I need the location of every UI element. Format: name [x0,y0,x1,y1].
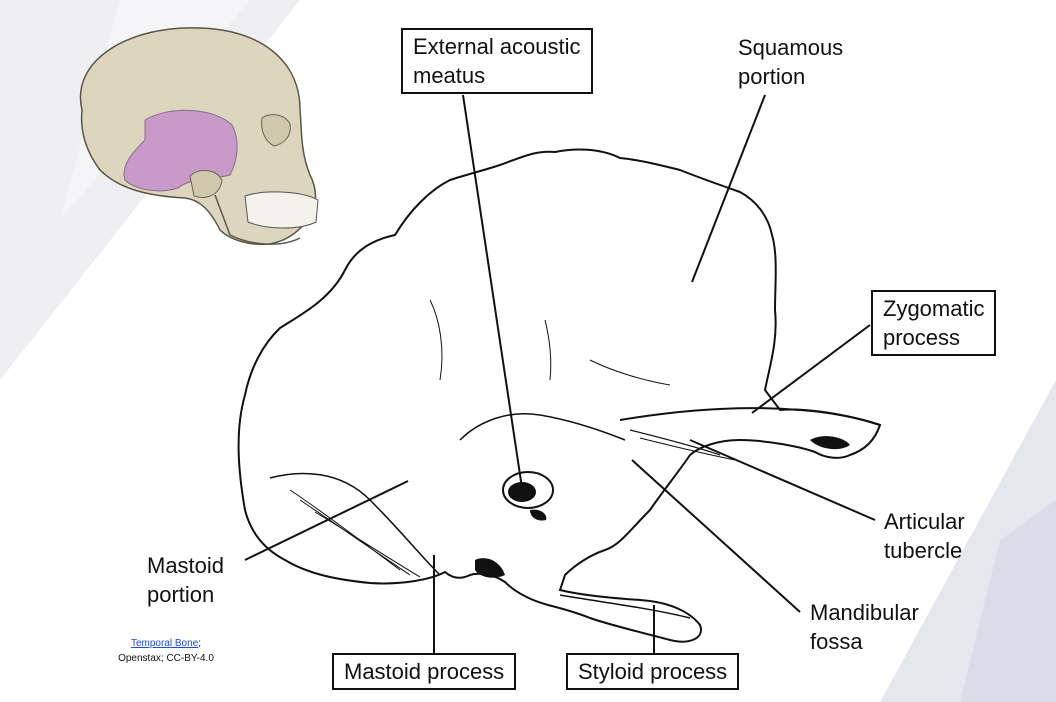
temporal-bone [237,148,882,643]
label-mastoid-portion: Mastoid portion [147,553,225,607]
skull-thumbnail [79,27,319,246]
label-styloid-process: Styloid process [566,653,740,690]
label-mastoid-process: Mastoid process [332,653,517,690]
label-zygomatic-process: Zygomatic process [871,290,997,356]
leader-mastoid-portion [244,480,409,561]
leader-squamous-portion [691,94,766,283]
credit-separator: ; [198,638,202,649]
label-external-acoustic-meatus: External acoustic meatus [401,28,593,94]
image-credit: Temporal Bone; Openstax; CC-BY-4.0 [96,636,236,666]
credit-link[interactable]: Temporal Bone [130,638,199,649]
leader-lines [244,94,876,655]
leader-zygomatic-process [751,324,871,414]
label-articular-tubercle: Articular tubercle [884,509,965,563]
leader-external-acoustic-meatus [462,94,523,489]
leader-articular-tubercle [689,439,876,521]
label-mandibular-fossa: Mandibular fossa [810,600,919,654]
label-squamous-portion: Squamous portion [738,35,844,89]
credit-license: Openstax; CC-BY-4.0 [118,653,214,664]
leader-mandibular-fossa [631,459,801,613]
